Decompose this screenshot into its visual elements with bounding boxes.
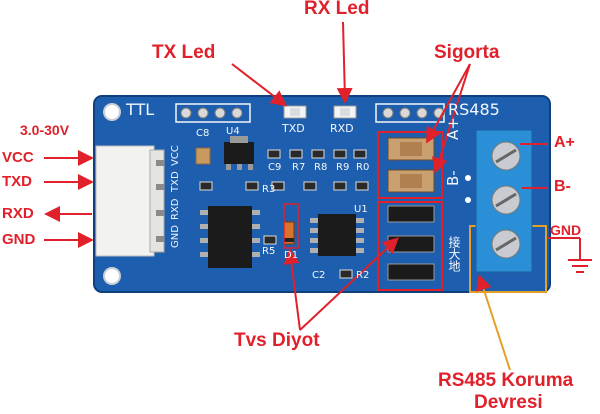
silk-header-gnd: GND [170,225,181,248]
tvs-diyot-callout: Tvs Diyot [234,330,320,351]
silk-rs485: RS485 [448,100,500,119]
silk-r8: R8 [314,162,328,173]
silk-r5: R5 [262,246,276,257]
silk-c9: C9 [268,162,282,173]
a-plus-label: A+ [554,134,575,151]
tvs-diode-2 [387,235,435,253]
silk-r9: R9 [336,162,350,173]
voltage-label: 3.0-30V [20,122,70,138]
silk-rxd: RXD [330,122,354,135]
tvs-highlight [377,201,443,291]
koruma-callout-line1: RS485 Koruma [438,370,574,391]
silk-header-txd: TXD [170,171,181,192]
vcc-label: VCC [2,149,34,166]
b-minus-label: B- [554,178,571,195]
sigorta-callout: Sigorta [434,42,500,63]
rx-led-callout: RX Led [304,0,370,19]
ic-left [208,206,252,268]
silk-header-vcc: VCC [170,145,181,166]
txd-label: TXD [2,173,32,190]
silk-c8: C8 [196,128,210,139]
mount-hole [103,267,121,285]
tvs-highlight-small [283,203,299,249]
silk-u4: U4 [226,126,240,137]
c8-capacitor [195,147,211,165]
silk-r3: R3 [262,184,276,195]
silk-d1: D1 [284,250,299,261]
ttl-connector [95,145,155,257]
u4-regulator [224,142,254,164]
silk-b-minus: B- [444,170,462,186]
ic-u1 [318,214,356,256]
silk-u1: U1 [354,204,368,215]
silk-r2: R2 [356,270,370,281]
mount-hole [103,103,121,121]
tvs-diode-3 [387,263,435,281]
silk-ttl: TTL [126,100,155,119]
gnd-label: GND [2,231,36,248]
silk-header-rxd: RXD [170,198,181,221]
silk-txd: TXD [282,122,305,135]
koruma-callout-line2: Devresi [474,392,543,413]
silk-r7: R7 [292,162,306,173]
tx-led-callout: TX Led [152,42,216,63]
tvs-diode-1 [387,205,435,223]
rxd-label: RXD [2,205,34,222]
silk-ground-cn: 接大地 [447,236,461,272]
silk-c2: C2 [312,270,326,281]
silk-a-plus: A+ [444,117,462,140]
gnd-right-label: GND [550,222,582,238]
silk-r0: R0 [356,162,370,173]
